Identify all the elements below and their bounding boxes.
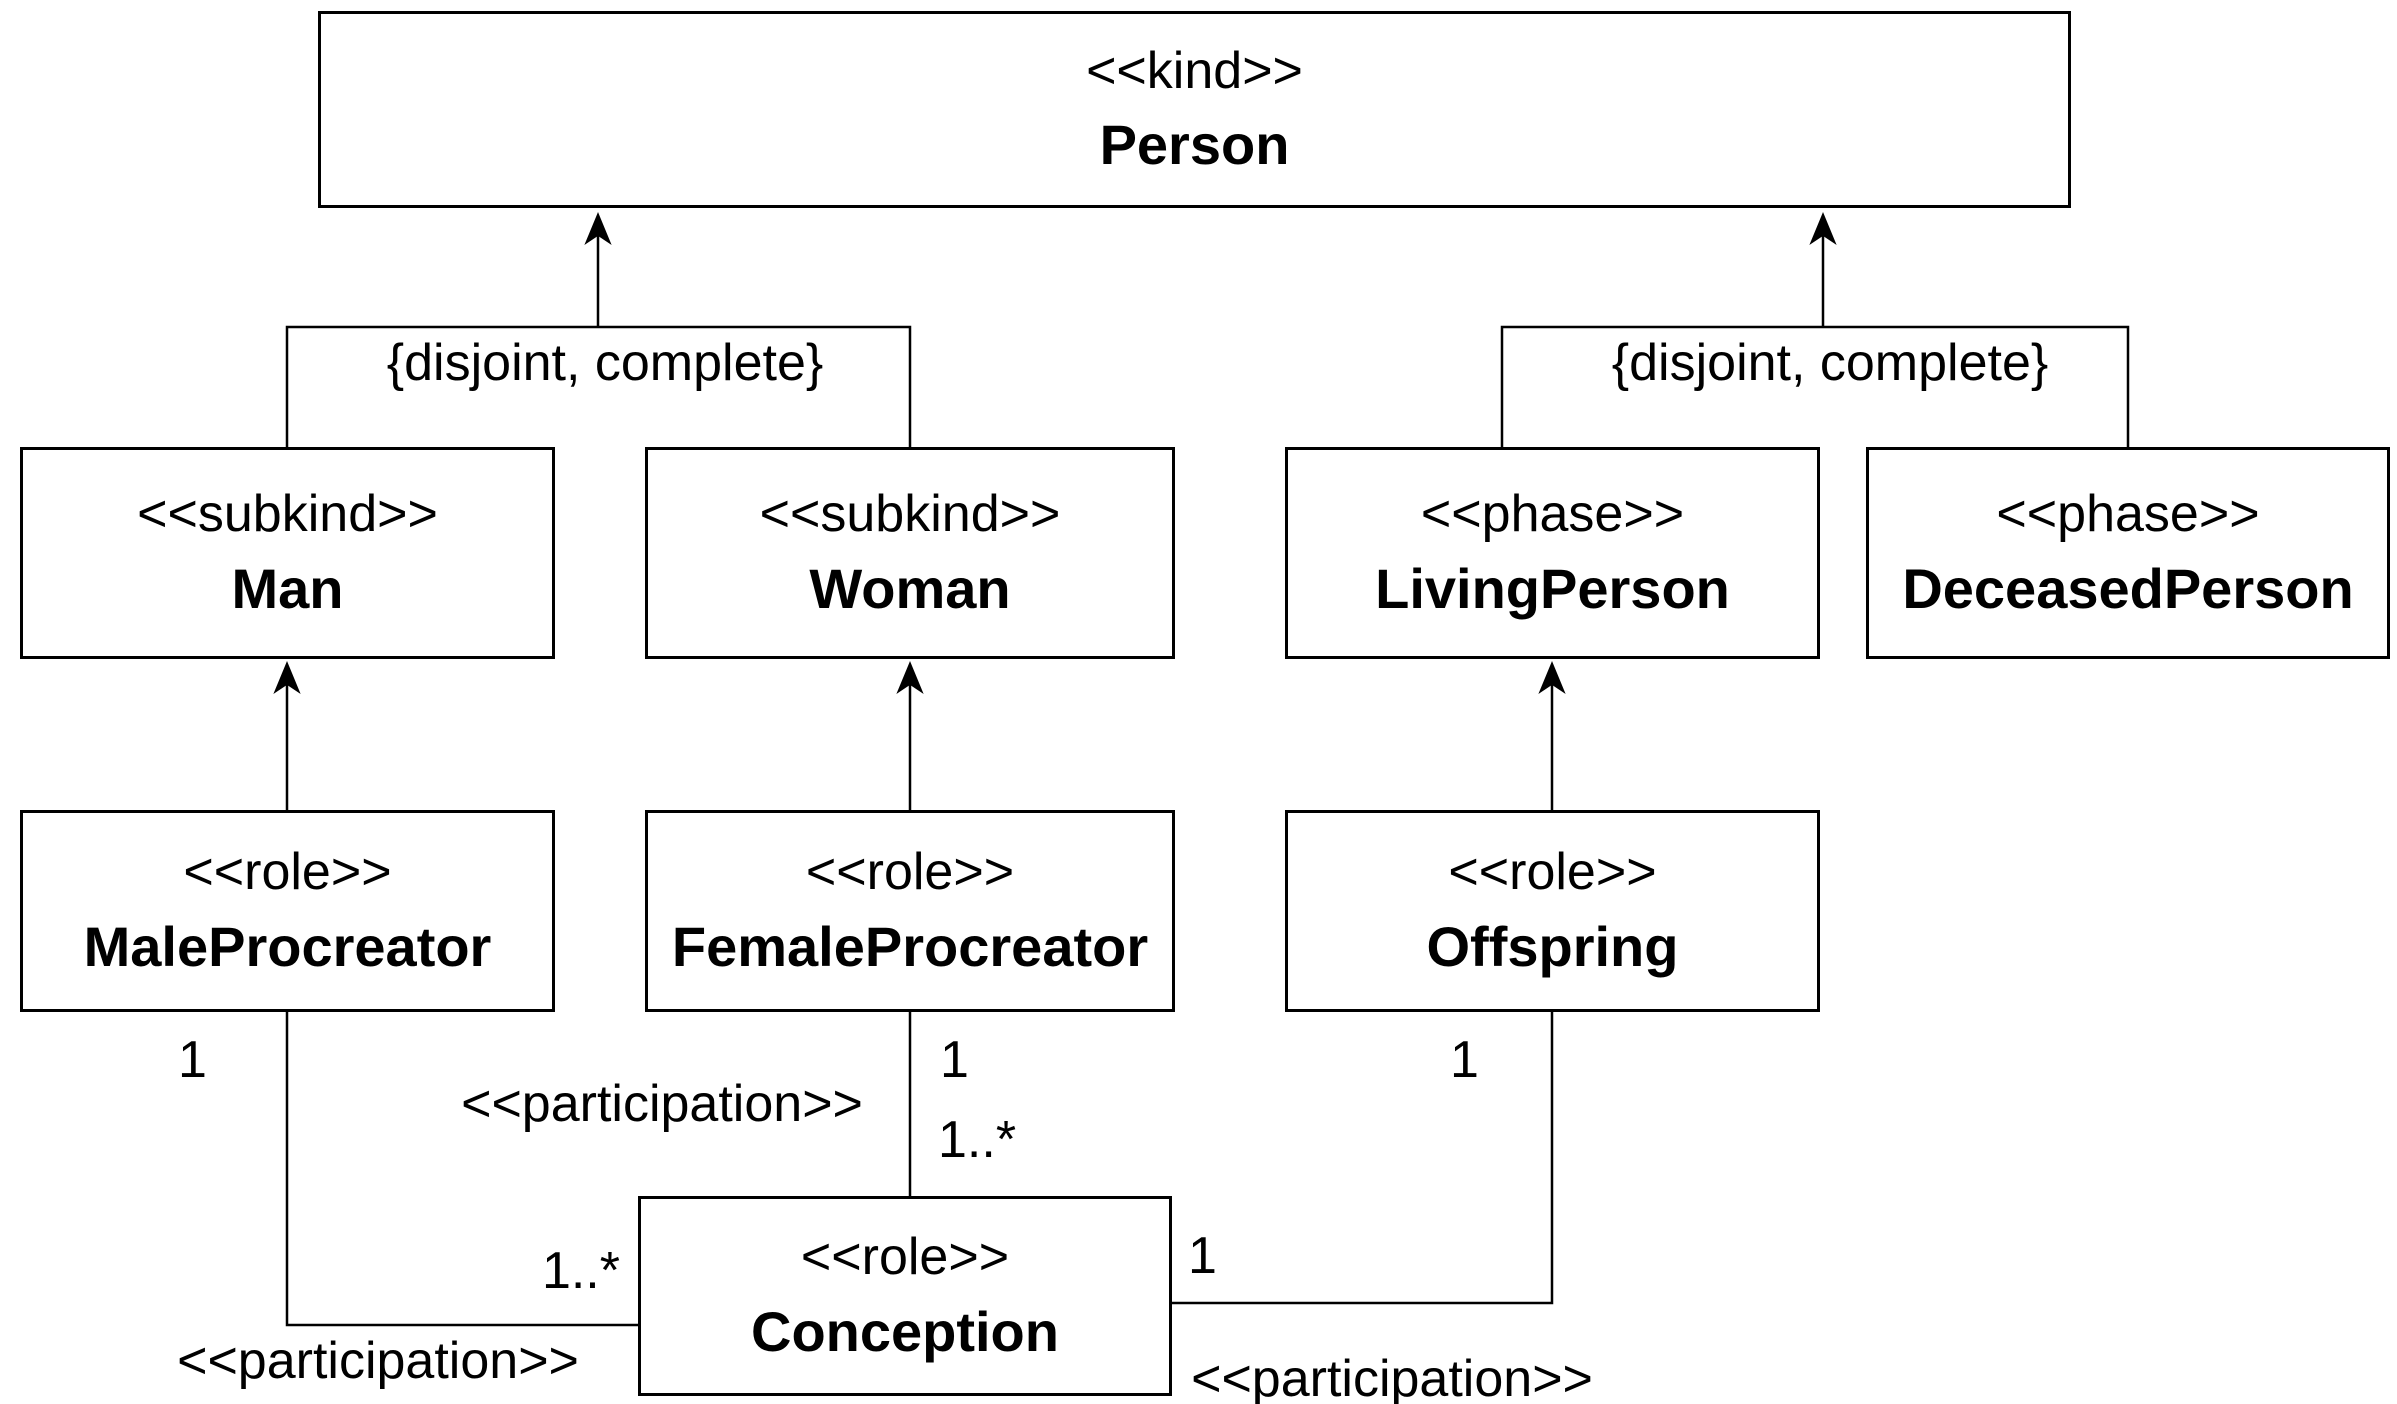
generalization-arrowhead-right xyxy=(1809,212,1837,245)
class-woman-name: Woman xyxy=(809,556,1011,620)
class-woman-stereotype: <<subkind>> xyxy=(759,485,1061,544)
multiplicity-conception-end-male: 1..* xyxy=(541,1242,620,1300)
class-man-stereotype: <<subkind>> xyxy=(137,485,438,544)
multiplicity-male-procreator-end: 1 xyxy=(178,1031,207,1089)
class-woman: <<subkind>> Woman xyxy=(645,447,1175,659)
generalization-arrowhead-living-person xyxy=(1538,661,1566,694)
generalization-arrowhead-left xyxy=(584,212,612,245)
generalization-set-right-bar xyxy=(1500,325,2130,447)
class-man-name: Man xyxy=(231,556,344,620)
association-male-conception-line xyxy=(285,1012,638,1327)
class-deceased-person-name: DeceasedPerson xyxy=(1902,556,2354,620)
class-man: <<subkind>> Man xyxy=(20,447,555,659)
association-label-female-conception: <<participation>> xyxy=(461,1075,863,1133)
class-conception-stereotype: <<role>> xyxy=(800,1228,1010,1287)
class-living-person-stereotype: <<phase>> xyxy=(1420,485,1685,544)
multiplicity-conception-end-offspring: 1 xyxy=(1188,1227,1217,1285)
generalization-arrowhead-woman xyxy=(896,661,924,694)
class-female-procreator-name: FemaleProcreator xyxy=(671,914,1149,978)
class-deceased-person: <<phase>> DeceasedPerson xyxy=(1866,447,2390,659)
class-living-person: <<phase>> LivingPerson xyxy=(1285,447,1820,659)
generalization-arrowhead-man xyxy=(273,661,301,694)
association-offspring-conception-line xyxy=(1172,1012,1554,1305)
class-offspring: <<role>> Offspring xyxy=(1285,810,1820,1012)
class-person-name: Person xyxy=(1099,113,1290,177)
class-conception-name: Conception xyxy=(751,1299,1059,1363)
class-offspring-name: Offspring xyxy=(1426,914,1679,978)
multiplicity-conception-end-female: 1..* xyxy=(938,1111,1017,1169)
class-female-procreator-stereotype: <<role>> xyxy=(805,843,1015,902)
generalization-set-label-right: {disjoint, complete} xyxy=(1611,334,2049,392)
class-male-procreator-name: MaleProcreator xyxy=(83,914,492,978)
class-deceased-person-stereotype: <<phase>> xyxy=(1996,485,2260,544)
multiplicity-offspring-end: 1 xyxy=(1450,1031,1479,1089)
class-male-procreator-stereotype: <<role>> xyxy=(183,843,392,902)
class-offspring-stereotype: <<role>> xyxy=(1448,843,1657,902)
class-female-procreator: <<role>> FemaleProcreator xyxy=(645,810,1175,1012)
generalization-set-label-left: {disjoint, complete} xyxy=(386,334,824,392)
class-male-procreator: <<role>> MaleProcreator xyxy=(20,810,555,1012)
multiplicity-female-procreator-end: 1 xyxy=(940,1031,969,1089)
class-conception: <<role>> Conception xyxy=(638,1196,1172,1396)
association-label-male-conception: <<participation>> xyxy=(177,1332,579,1390)
class-living-person-name: LivingPerson xyxy=(1375,556,1730,620)
class-person-stereotype: <<kind>> xyxy=(1086,41,1303,100)
class-person: <<kind>> Person xyxy=(318,11,2071,208)
association-label-offspring-conception: <<participation>> xyxy=(1191,1350,1593,1404)
